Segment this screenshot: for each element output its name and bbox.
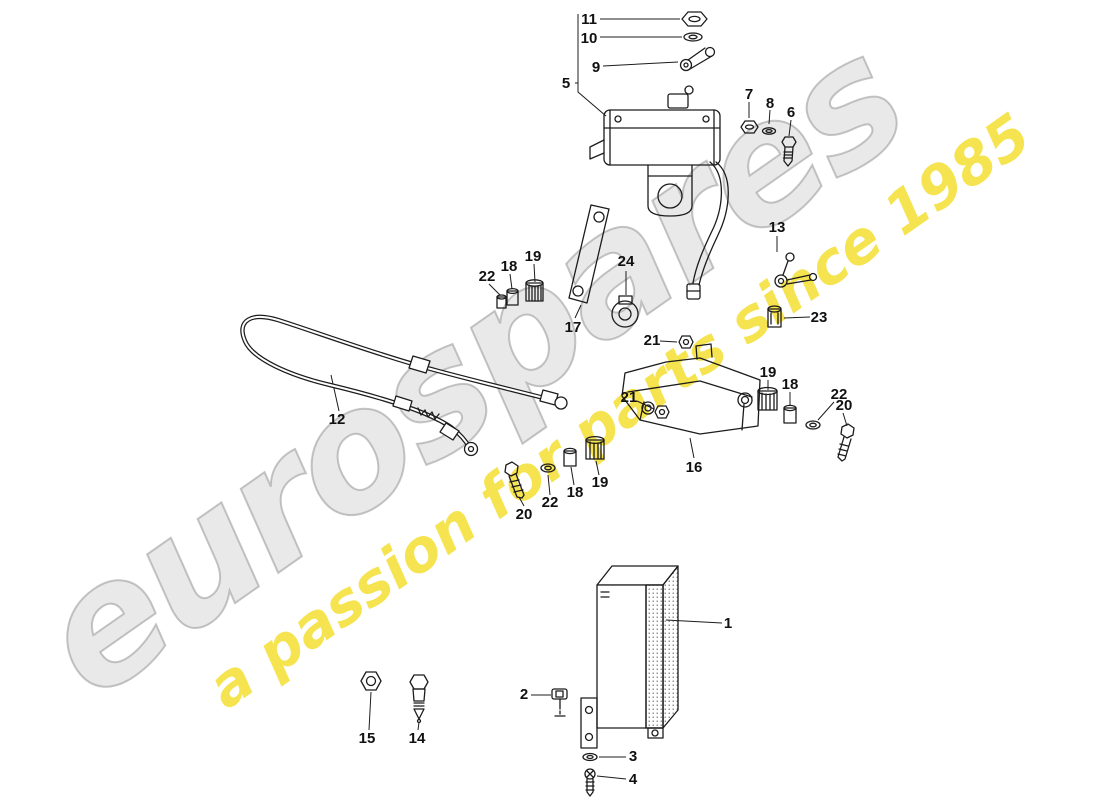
callout-14[interactable]: 14 xyxy=(409,730,426,747)
support-bracket xyxy=(621,343,761,435)
fastener-group-right xyxy=(757,386,855,462)
callout-18[interactable]: 18 xyxy=(501,258,518,275)
switch-part xyxy=(409,674,429,724)
servo-actuator xyxy=(589,85,729,300)
callout-6[interactable]: 6 xyxy=(787,104,795,121)
lever-part xyxy=(679,46,716,72)
washer-part xyxy=(761,127,777,135)
callout-5[interactable]: 5 xyxy=(562,75,570,92)
nut-part xyxy=(654,335,694,419)
callout-21[interactable]: 21 xyxy=(644,332,661,349)
throttle-cable xyxy=(240,314,568,457)
screw-part xyxy=(584,768,596,797)
nut-part xyxy=(740,120,759,134)
callout-17[interactable]: 17 xyxy=(565,319,582,336)
callout-22[interactable]: 22 xyxy=(542,494,559,511)
callout-11[interactable]: 11 xyxy=(581,11,597,28)
washer-part xyxy=(582,752,598,762)
callout-23[interactable]: 23 xyxy=(811,309,828,326)
callout-18[interactable]: 18 xyxy=(782,376,799,393)
callout-15[interactable]: 15 xyxy=(359,730,376,747)
callout-12[interactable]: 12 xyxy=(329,411,346,428)
callout-16[interactable]: 16 xyxy=(686,459,703,476)
callout-3[interactable]: 3 xyxy=(629,748,637,765)
control-unit xyxy=(580,565,679,749)
bolt-part xyxy=(781,136,797,167)
pin-part xyxy=(767,305,782,328)
leader-lines xyxy=(330,14,848,780)
callout-22[interactable]: 22 xyxy=(479,268,496,285)
callout-18[interactable]: 18 xyxy=(567,484,584,501)
callout-10[interactable]: 10 xyxy=(581,30,598,47)
callout-21[interactable]: 21 xyxy=(621,389,638,406)
callout-7[interactable]: 7 xyxy=(745,86,753,103)
nut-part xyxy=(360,671,382,691)
washer-part xyxy=(683,32,703,42)
callout-9[interactable]: 9 xyxy=(592,59,600,76)
callout-4[interactable]: 4 xyxy=(629,771,638,788)
spacer-group xyxy=(496,279,544,309)
strap-bracket xyxy=(568,204,610,304)
callout-13[interactable]: 13 xyxy=(769,219,786,236)
linkage-part xyxy=(774,252,818,288)
callout-19[interactable]: 19 xyxy=(592,474,609,491)
callout-19[interactable]: 19 xyxy=(760,364,777,381)
callout-19[interactable]: 19 xyxy=(525,248,542,265)
callout-2[interactable]: 2 xyxy=(520,686,528,703)
grommet-part xyxy=(611,295,639,328)
fastener-group-left xyxy=(504,435,605,499)
callout-8[interactable]: 8 xyxy=(766,95,774,112)
callout-22[interactable]: 22 xyxy=(831,386,848,403)
callout-20[interactable]: 20 xyxy=(836,397,853,414)
callout-24[interactable]: 24 xyxy=(618,253,635,270)
callout-1[interactable]: 1 xyxy=(724,615,732,632)
nut-part xyxy=(681,11,708,27)
callout-20[interactable]: 20 xyxy=(516,506,533,523)
clip-part xyxy=(551,688,568,717)
